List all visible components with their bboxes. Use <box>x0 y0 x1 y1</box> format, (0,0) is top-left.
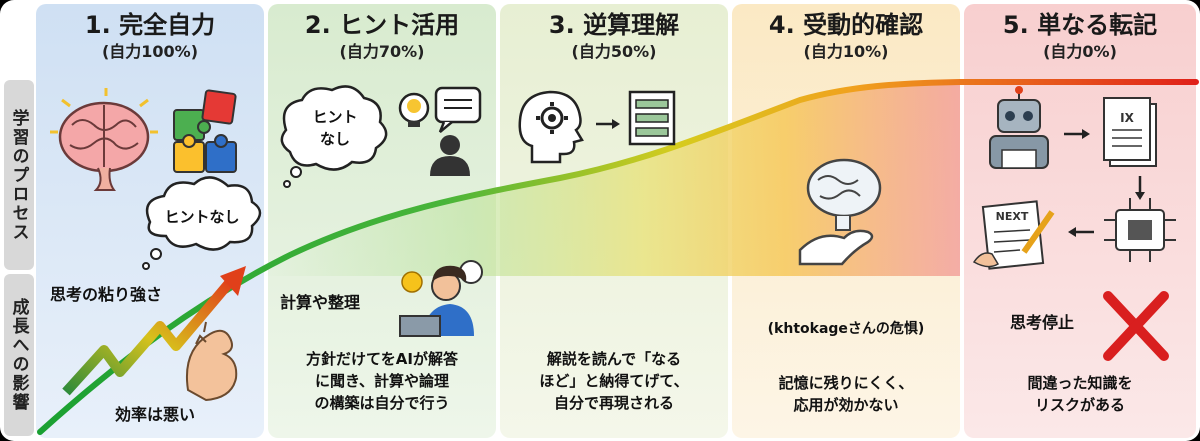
chip-icon <box>1104 198 1176 262</box>
brain-hand-icon <box>798 158 882 266</box>
column-title: 2. ヒント活用 <box>304 11 460 39</box>
head-gear-icon <box>518 90 584 164</box>
tenacity-label: 思考の粘り強さ <box>50 285 163 304</box>
bubble-text-hint-none: ヒントなし <box>164 208 240 226</box>
column-subtitle: (自力100%) <box>101 42 199 61</box>
person-laptop-icon <box>399 260 483 337</box>
thought-bubble-icon <box>142 176 262 270</box>
bubble-text-hint-none: ヒント なし <box>312 108 358 148</box>
column-subtitle: (自力0%) <box>1043 42 1117 61</box>
arrow-right-icon <box>596 119 620 129</box>
red-x-icon <box>1103 291 1169 361</box>
column-title: 1. 完全自力 <box>84 11 216 39</box>
arrow-down-icon <box>1135 176 1145 200</box>
document-label: IX <box>1120 111 1134 125</box>
side-label-process: 学習のプロセス <box>4 80 34 270</box>
arrow-right-icon <box>1064 129 1090 139</box>
flexed-arm-icon <box>186 321 238 402</box>
column-title: 4. 受動的確認 <box>768 11 924 39</box>
brain-icon <box>50 88 158 191</box>
thinking-stop-label: 思考停止 <box>1010 313 1075 332</box>
document-icon <box>628 90 676 146</box>
document-stack-icon: IX <box>1103 97 1157 167</box>
arrow-left-icon <box>1068 227 1094 237</box>
efficiency-label: 効率は悪い <box>114 405 195 424</box>
column-3-description: 解説を読んで「なる ほど」と納得てげて、 自分で再現される <box>539 350 689 412</box>
column-title: 5. 単なる転記 <box>1002 11 1158 39</box>
robot-icon <box>989 86 1049 169</box>
next-label: NEXT <box>996 210 1029 223</box>
column-subtitle: (自力70%) <box>339 42 425 61</box>
puzzle-icon <box>173 89 237 173</box>
side-label-impact: 成長への影響 <box>4 274 34 436</box>
column-2-description: 方針だけてをAIが解答 に聞き、計算や論理 の構築は自分で行う <box>306 350 458 412</box>
column-4-description: 記憶に残りにくく、 応用が効かない <box>778 374 914 414</box>
column-title: 3. 逆算理解 <box>548 11 680 39</box>
column-subtitle: (自力10%) <box>803 42 889 61</box>
lightbulb-icon <box>398 92 430 127</box>
column-subtitle: (自力50%) <box>571 42 657 61</box>
thought-bubble-icon <box>280 85 388 188</box>
column-5-description: 間違った知識を リスクがある <box>1027 374 1133 414</box>
concern-label: (khtokageさんの危惧) <box>767 321 925 337</box>
growth-curve <box>37 79 1199 435</box>
chat-icon <box>434 86 482 133</box>
person-icon <box>430 135 470 176</box>
growth-area <box>260 82 960 276</box>
writing-document-icon: NEXT <box>972 200 1055 270</box>
zigzag-arrow-icon <box>62 266 246 396</box>
calc-label: 計算や整理 <box>280 293 361 312</box>
